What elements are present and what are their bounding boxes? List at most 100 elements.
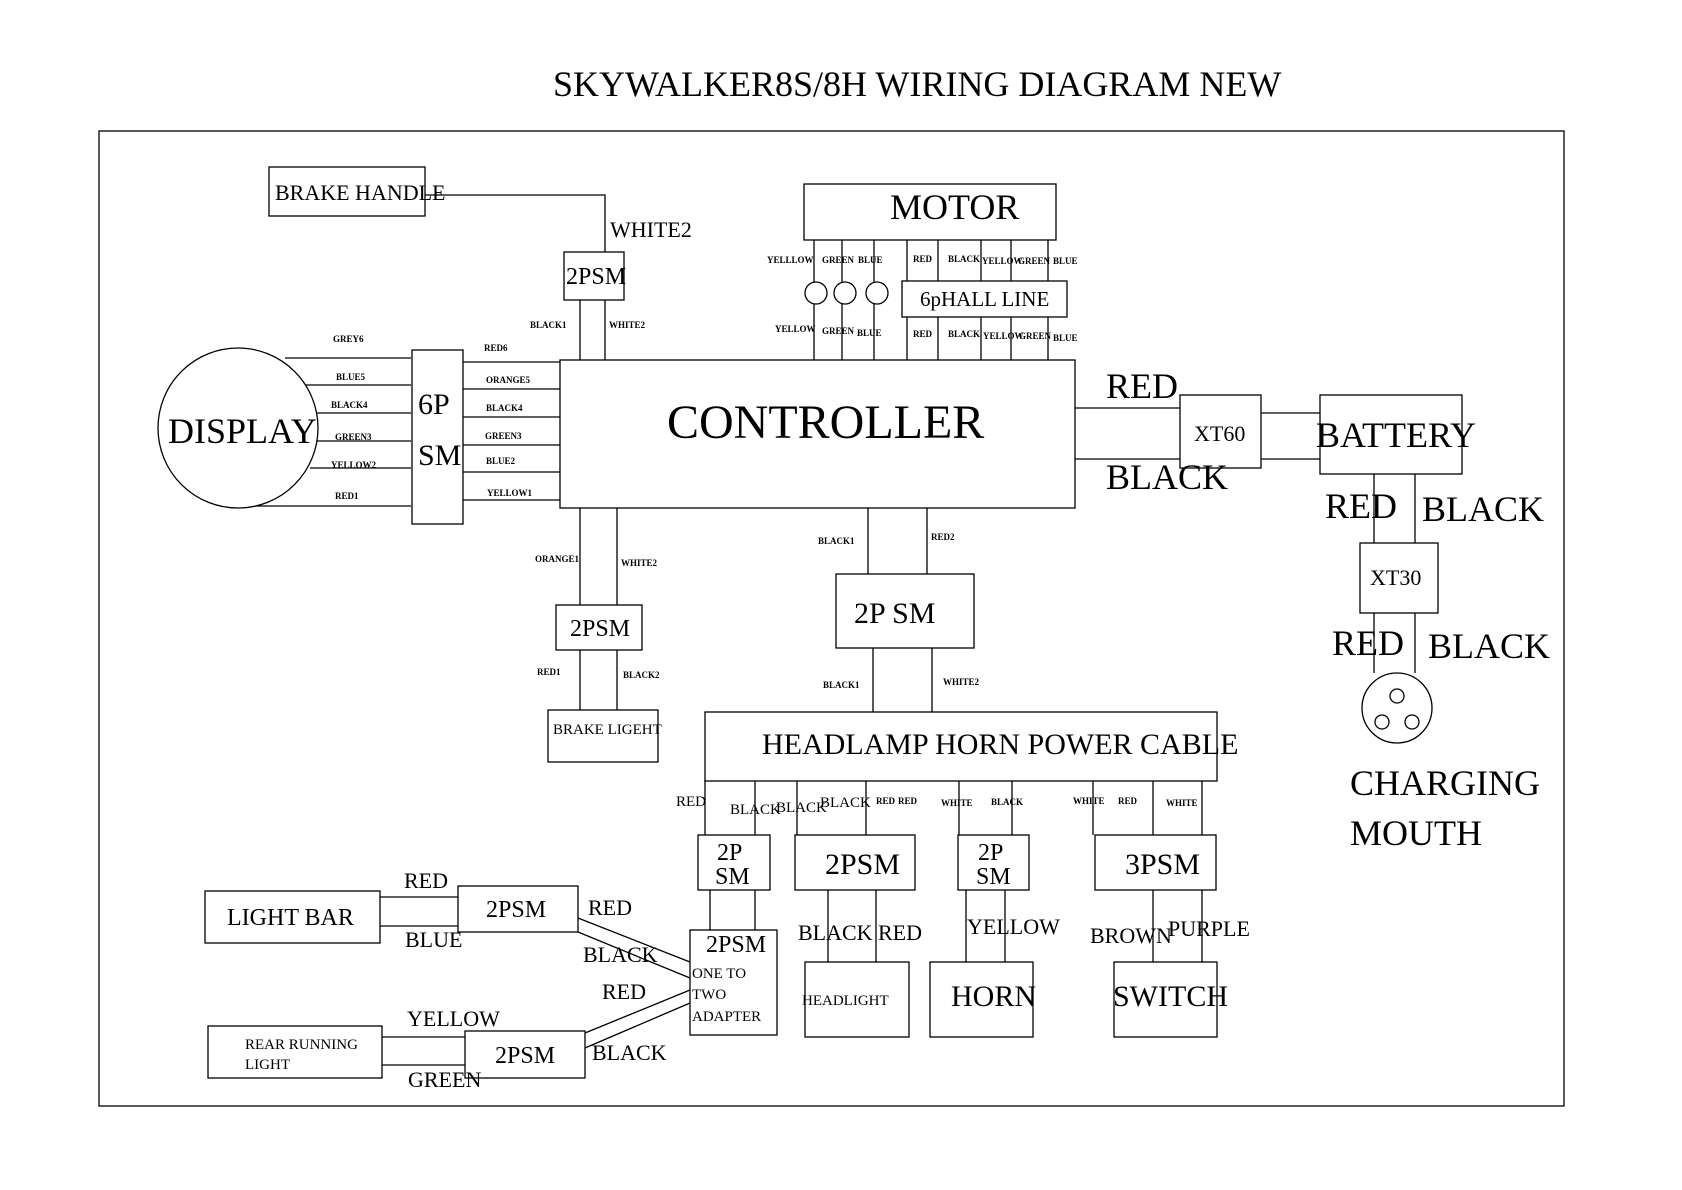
xt30-label: XT30 [1370, 565, 1421, 590]
adapter-label-3: ADAPTER [692, 1009, 761, 1025]
rear-light-label-1: REAR RUNNING [245, 1037, 358, 1053]
motor-bottom-yellow-2: YELLOW [983, 331, 1024, 341]
controller-wire-yellow1: YELLOW1 [487, 488, 533, 498]
wire-label-lb-blue: BLUE [405, 927, 462, 952]
rear-light-2psm-connector: 2PSM [464, 1030, 586, 1079]
motor-bottom-green: GREEN [822, 326, 855, 336]
brake-2psm-label: 2PSM [566, 264, 626, 290]
brake-light-2psm-label: 2PSM [570, 616, 630, 642]
horn-2p-label: 2P [978, 840, 1003, 866]
motor-phase-blue-connector [865, 281, 889, 305]
connector-6p-label: 6P [418, 388, 450, 421]
light-bar-2psm-connector: 2PSM [457, 885, 579, 933]
wire-label-headlight-black: BLACK [798, 920, 873, 945]
horn: HORN [929, 961, 1036, 1038]
wire-label-red1-brk: RED1 [537, 667, 561, 677]
wire-label-hl-white-b: WHITE [1073, 796, 1105, 806]
motor-bottom-blue-2: BLUE [1053, 333, 1078, 343]
wire-label-horn-yellow: YELLOW [967, 914, 1060, 939]
display-wire-blue5: BLUE5 [336, 372, 366, 382]
connector-sm-label: SM [418, 439, 461, 472]
adapter-label-2: TWO [692, 987, 726, 1003]
one-to-two-adapter: 2PSM ONE TO TWO ADAPTER [689, 929, 778, 1036]
battery: BATTERY [1316, 394, 1476, 475]
motor-bottom-green-2: GREEN [1019, 331, 1052, 341]
adapter-2psm-label: 2PSM [706, 932, 766, 958]
controller-2psm-connector: 2P SM [835, 573, 975, 649]
wire-label-hl-red: RED [676, 794, 706, 810]
battery-label: BATTERY [1316, 415, 1476, 455]
wire-label-orange1: ORANGE1 [535, 554, 580, 564]
controller-wire-green3: GREEN3 [485, 431, 522, 441]
motor: MOTOR [803, 183, 1057, 241]
wire-label-black1-low: BLACK1 [823, 680, 860, 690]
motor-bottom-blue: BLUE [857, 328, 882, 338]
wire-label-red2-mid: RED2 [931, 532, 955, 542]
wire-label-white2-brk: WHITE2 [621, 558, 658, 568]
motor-bottom-red: RED [913, 329, 933, 339]
headlight: HEADLIGHT [802, 961, 910, 1038]
wire-label-switch-purple: PURPLE [1168, 916, 1250, 941]
wire-label-switch-brown: BROWN [1090, 923, 1172, 948]
wire-label-black2-brk: BLACK2 [623, 670, 660, 680]
switch: SWITCH [1113, 961, 1228, 1038]
brake-handle-label: BRAKE HANDLE [275, 180, 446, 205]
brake-light-2psm-connector: 2PSM [555, 604, 643, 651]
wire-label-hl-black-a: BLACK [730, 802, 781, 818]
wire-label-hl-red-d: RED [1118, 796, 1138, 806]
light-bar: LIGHT BAR [204, 890, 381, 944]
xt60-label: XT60 [1194, 421, 1245, 446]
motor-top-green-2: GREEN [1018, 256, 1051, 266]
wire-label-headlight-red: RED [878, 920, 922, 945]
brake-light-label: BRAKE LIGEHT [553, 722, 662, 738]
wire-label-xt30-black: BLACK [1428, 626, 1550, 666]
wire-label-white2-brake: WHITE2 [610, 217, 692, 242]
wire-label-hl-white: WHITE [941, 798, 973, 808]
wire-label-hl-black-c: BLACK [820, 795, 871, 811]
adapter-feed-2p-label: 2P [717, 840, 742, 866]
motor-top-blue-2: BLUE [1053, 256, 1078, 266]
wire-label-rr-yellow: YELLOW [407, 1006, 500, 1031]
wire-label-ctrl-red: RED [1106, 366, 1178, 406]
wire-label-ctrl-black: BLACK [1106, 457, 1228, 497]
light-bar-label: LIGHT BAR [227, 905, 354, 931]
hall-line-label: 6pHALL LINE [920, 287, 1049, 311]
xt30-connector: XT30 [1359, 542, 1439, 614]
charging-pin-top [1389, 688, 1405, 704]
wire-label-rr-green: GREEN [408, 1067, 481, 1092]
switch-3psm-connector: 3PSM [1094, 834, 1217, 891]
controller: CONTROLLER [559, 359, 1076, 509]
wire-label-black1-top: BLACK1 [530, 320, 567, 330]
charging-mouth-label-2: MOUTH [1350, 813, 1482, 853]
display-6psm-connector: 6P SM [411, 349, 464, 525]
rear-running-light: REAR RUNNING LIGHT [207, 1025, 383, 1079]
wire-label-xt30-red: RED [1332, 623, 1404, 663]
diagram-title: SKYWALKER8S/8H WIRING DIAGRAM NEW [553, 64, 1281, 104]
controller-wire-orange5: ORANGE5 [486, 375, 531, 385]
headlamp-cable-label: HEADLAMP HORN POWER CABLE [762, 728, 1238, 761]
motor-label: MOTOR [890, 187, 1019, 227]
motor-top-green: GREEN [822, 255, 855, 265]
wire-label-lb-red: RED [404, 868, 448, 893]
xt60-connector: XT60 [1179, 394, 1262, 469]
wire-label-bat-red: RED [1325, 486, 1397, 526]
light-bar-2psm-label: 2PSM [486, 897, 546, 923]
wire-label-rr-red: RED [602, 979, 646, 1004]
horn-label: HORN [951, 980, 1036, 1013]
hall-line-connector: 6pHALL LINE [901, 280, 1068, 318]
display-wire-red1: RED1 [335, 491, 359, 501]
headlight-2psm-label: 2PSM [825, 848, 900, 881]
controller-2psm-label: 2P SM [854, 597, 935, 630]
rear-2psm-label: 2PSM [495, 1043, 555, 1069]
charging-mouth: CHARGING MOUTH [1350, 672, 1540, 853]
controller-label: CONTROLLER [667, 396, 984, 449]
motor-phase-green-connector [833, 281, 857, 305]
charging-mouth-label-1: CHARGING [1350, 763, 1540, 803]
motor-bottom-black: BLACK [948, 329, 980, 339]
horn-2psm-connector: 2P SM [957, 834, 1030, 891]
motor-top-black: BLACK [948, 254, 980, 264]
wire-label-hl-black-b: BLACK [776, 800, 827, 816]
controller-wire-black4: BLACK4 [486, 403, 523, 413]
horn-sm-label: SM [976, 864, 1011, 890]
